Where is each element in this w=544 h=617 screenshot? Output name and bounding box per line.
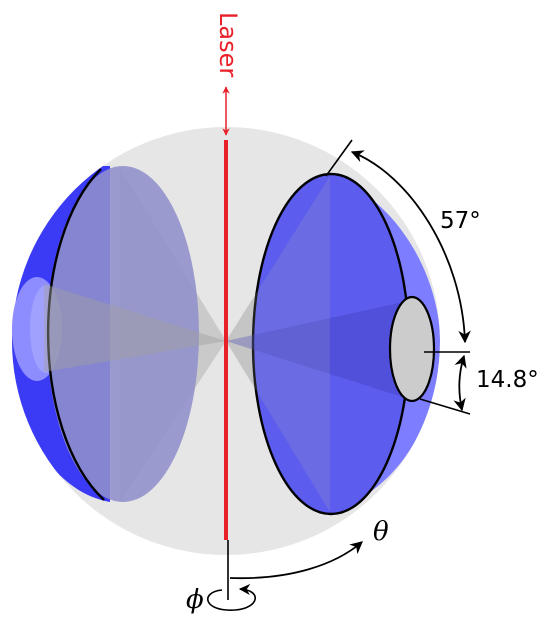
left-detector-face xyxy=(47,166,199,502)
right-aperture-hole xyxy=(388,295,436,403)
angle-57-tick xyxy=(325,139,353,177)
angle-14-label: 14.8° xyxy=(476,367,539,393)
angle-14-edge-line xyxy=(419,398,471,415)
angle-14-arc xyxy=(453,354,467,412)
angle-57-arc xyxy=(350,150,471,344)
inner-cone-left xyxy=(44,284,226,372)
left-detector-rim xyxy=(46,168,105,501)
laser-label: Laser xyxy=(214,12,242,77)
phi-label: ϕ xyxy=(186,585,204,615)
angle-57-label: 57° xyxy=(440,208,481,234)
cone-right-overlay xyxy=(226,176,330,512)
phi-rotation-arrow xyxy=(207,583,256,611)
theta-label: θ xyxy=(373,517,389,547)
theta-arrow xyxy=(229,541,363,580)
